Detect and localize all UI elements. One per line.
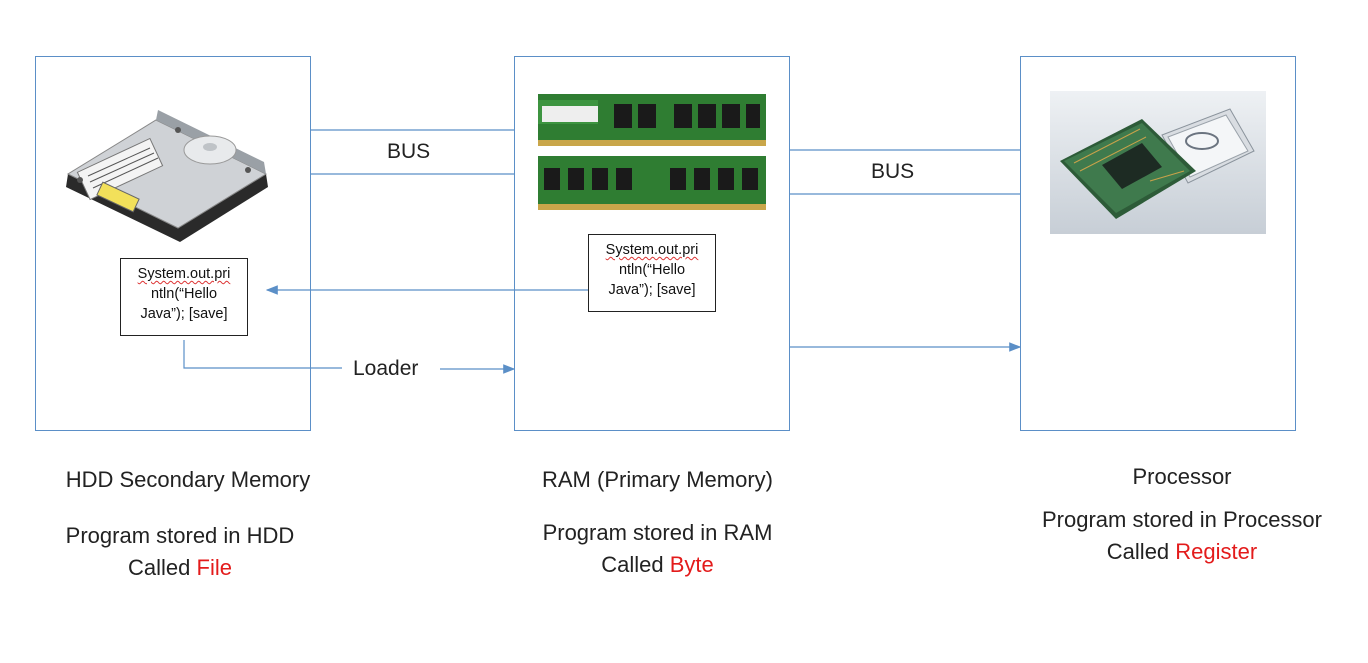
bus-right-label: BUS xyxy=(871,160,915,183)
hdd-caption: HDD Secondary Memory xyxy=(35,464,341,496)
cpu-processor-image xyxy=(1050,91,1266,234)
hdd-stored-text: Program stored in HDD xyxy=(65,523,295,548)
processor-description: Program stored in Processor Called Regis… xyxy=(1022,504,1342,568)
loader-line-a xyxy=(183,340,342,369)
ram-description: Program stored in RAM Called Byte xyxy=(505,517,810,581)
ram-called-line: Called Byte xyxy=(601,552,714,577)
processor-stored-text: Program stored in Processor xyxy=(1042,507,1322,532)
ram-title: RAM (Primary Memory) xyxy=(542,467,773,492)
loader-label: Loader xyxy=(353,357,419,380)
code-line-1: System.out.pri xyxy=(137,266,231,282)
hdd-called-line: Called File xyxy=(128,555,232,580)
code-line-3: Java”); [save] xyxy=(140,306,228,322)
processor-called-line: Called Register xyxy=(1106,539,1258,564)
code-line-1: System.out.pri xyxy=(605,242,699,258)
bus-left-label: BUS xyxy=(387,140,431,163)
ram-module-image xyxy=(538,94,766,210)
hdd-term: File xyxy=(196,555,232,580)
hdd-title: HDD Secondary Memory xyxy=(65,467,311,492)
ram-stored-text: Program stored in RAM xyxy=(542,520,773,545)
processor-term: Register xyxy=(1175,539,1258,564)
ram-code-box: System.out.pri ntln(“Hello Java”); [save… xyxy=(588,234,716,312)
hdd-code-box: System.out.pri ntln(“Hello Java”); [save… xyxy=(120,258,248,336)
hard-disk-drive-image xyxy=(66,110,268,242)
hdd-description: Program stored in HDD Called File xyxy=(30,520,330,584)
processor-caption: Processor xyxy=(1032,461,1332,493)
ram-term: Byte xyxy=(669,552,714,577)
processor-title: Processor xyxy=(1132,464,1232,489)
ram-caption: RAM (Primary Memory) xyxy=(505,464,810,496)
code-line-3: Java”); [save] xyxy=(608,282,696,298)
code-line-2: ntln(“Hello xyxy=(618,262,686,278)
code-line-2: ntln(“Hello xyxy=(150,286,218,302)
